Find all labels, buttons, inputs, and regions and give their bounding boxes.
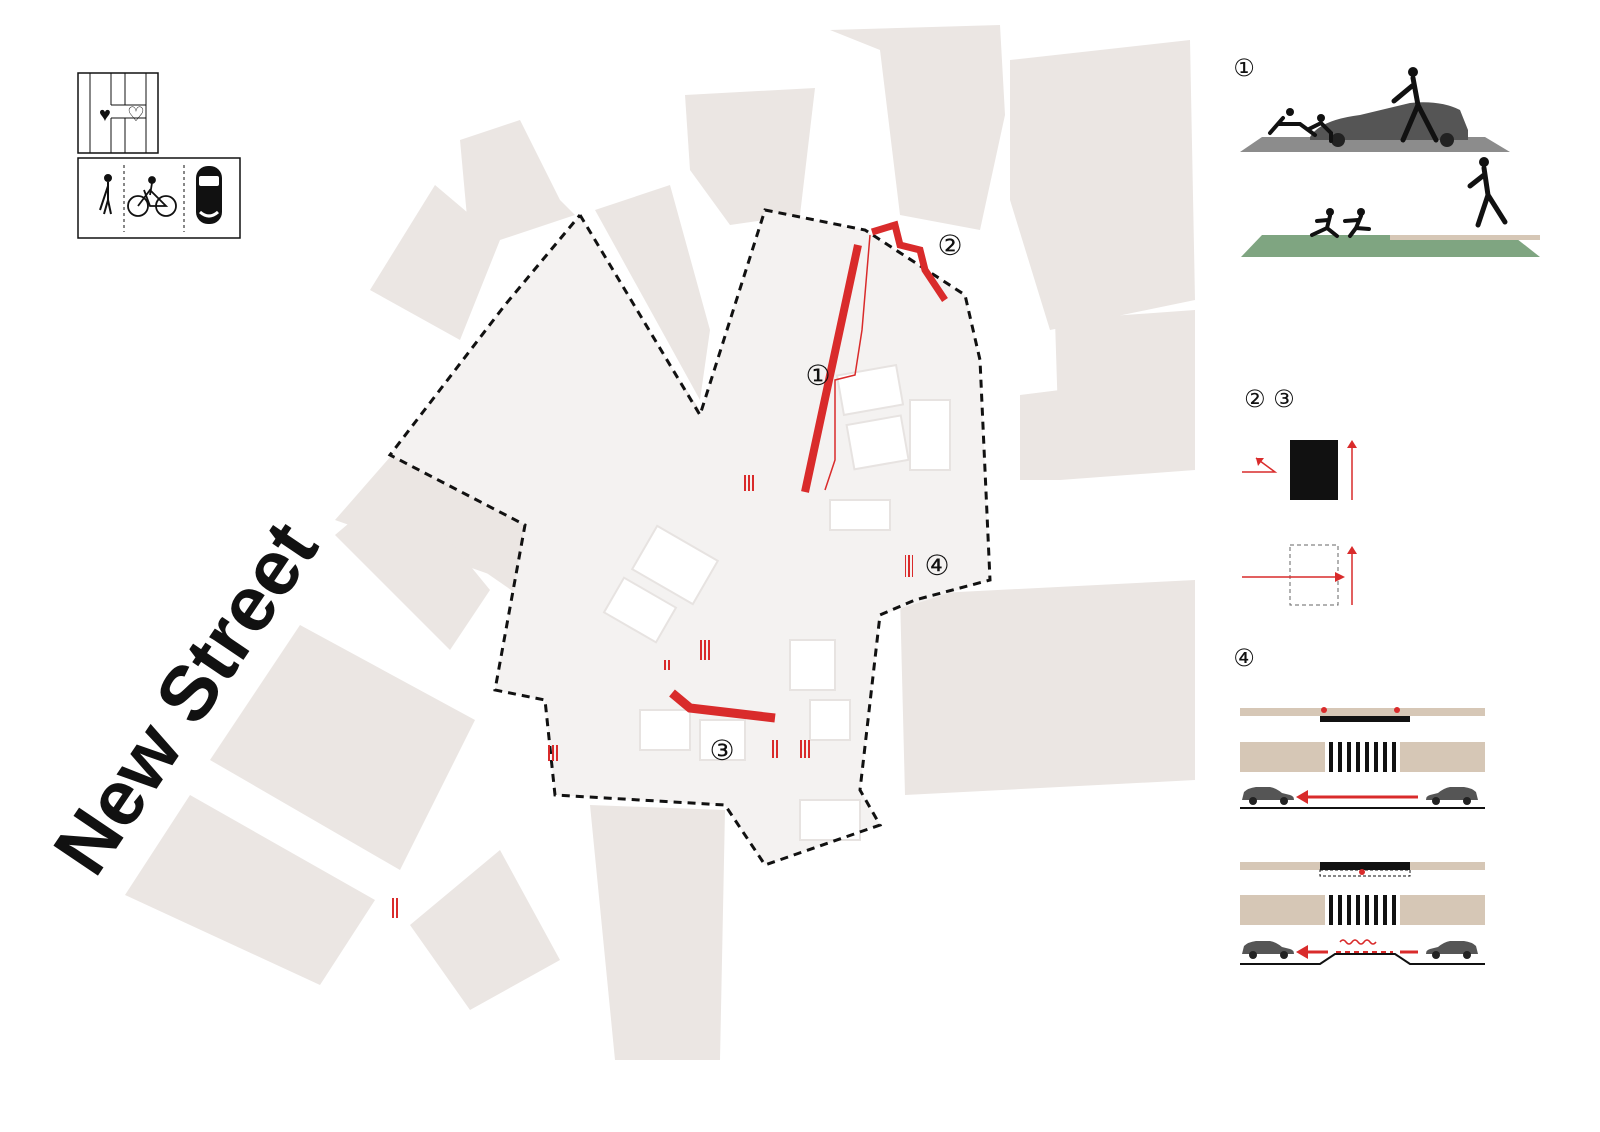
children-playing-on-green-icon xyxy=(1241,157,1540,257)
block-east-3 xyxy=(1020,390,1060,480)
block-south xyxy=(590,805,725,1060)
map-marker-1: ① xyxy=(805,359,830,392)
crossing-4 xyxy=(905,555,913,577)
children-playing-near-car-icon xyxy=(1240,67,1510,152)
block-sw-2 xyxy=(125,795,375,985)
bicycle-icon xyxy=(127,176,177,217)
intervention-2 xyxy=(870,220,948,302)
map-marker-2: ② xyxy=(937,229,962,262)
block-nw-3 xyxy=(595,185,710,400)
intervention-1-path xyxy=(801,244,862,493)
block-north-west xyxy=(685,88,815,225)
crossing-7 xyxy=(800,740,810,758)
heart-outline-icon: ♡ xyxy=(127,104,145,126)
heart-filled-icon: ♥ xyxy=(99,104,111,126)
crossing-1 xyxy=(742,475,754,491)
crossing-2 xyxy=(700,640,712,660)
crossing-5 xyxy=(548,745,558,761)
flat-crossing-diagram xyxy=(1240,707,1485,809)
block-w-3 xyxy=(335,480,490,650)
plaza-buildings xyxy=(602,363,951,841)
block-ne xyxy=(1010,40,1195,330)
panel-4-heading: ④ xyxy=(1233,644,1255,672)
block-east-2 xyxy=(1055,310,1195,480)
crossing-3 xyxy=(663,660,671,670)
panel-2-3-heading: ② ③ xyxy=(1244,385,1295,413)
panel-1-heading: ① xyxy=(1233,54,1255,82)
map-marker-3: ③ xyxy=(709,734,734,767)
solid-block-diagram xyxy=(1242,440,1357,500)
block-north xyxy=(830,25,1005,230)
block-sw-1 xyxy=(210,625,475,870)
pedestrian-icon xyxy=(99,174,112,215)
intervention-3 xyxy=(669,689,776,723)
block-nw-top xyxy=(460,120,575,250)
crossing-8 xyxy=(390,898,400,918)
raised-crossing-diagram xyxy=(1240,862,1485,965)
intervention-1-trail xyxy=(824,234,871,491)
panel-2-3: ② ③ xyxy=(1242,385,1357,606)
legend: ♥ ♡ xyxy=(77,72,241,239)
car-icon xyxy=(196,166,222,224)
study-boundary xyxy=(387,208,992,867)
panel-1: ① xyxy=(1233,54,1540,257)
block-east xyxy=(900,580,1195,795)
map-marker-4: ④ xyxy=(924,549,949,582)
block-nw-1 xyxy=(370,185,500,340)
interventions xyxy=(390,220,948,918)
crossing-6 xyxy=(770,740,780,758)
panel-4: ④ xyxy=(1233,644,1485,965)
open-block-diagram xyxy=(1242,544,1357,606)
block-sw-3 xyxy=(410,850,560,1010)
